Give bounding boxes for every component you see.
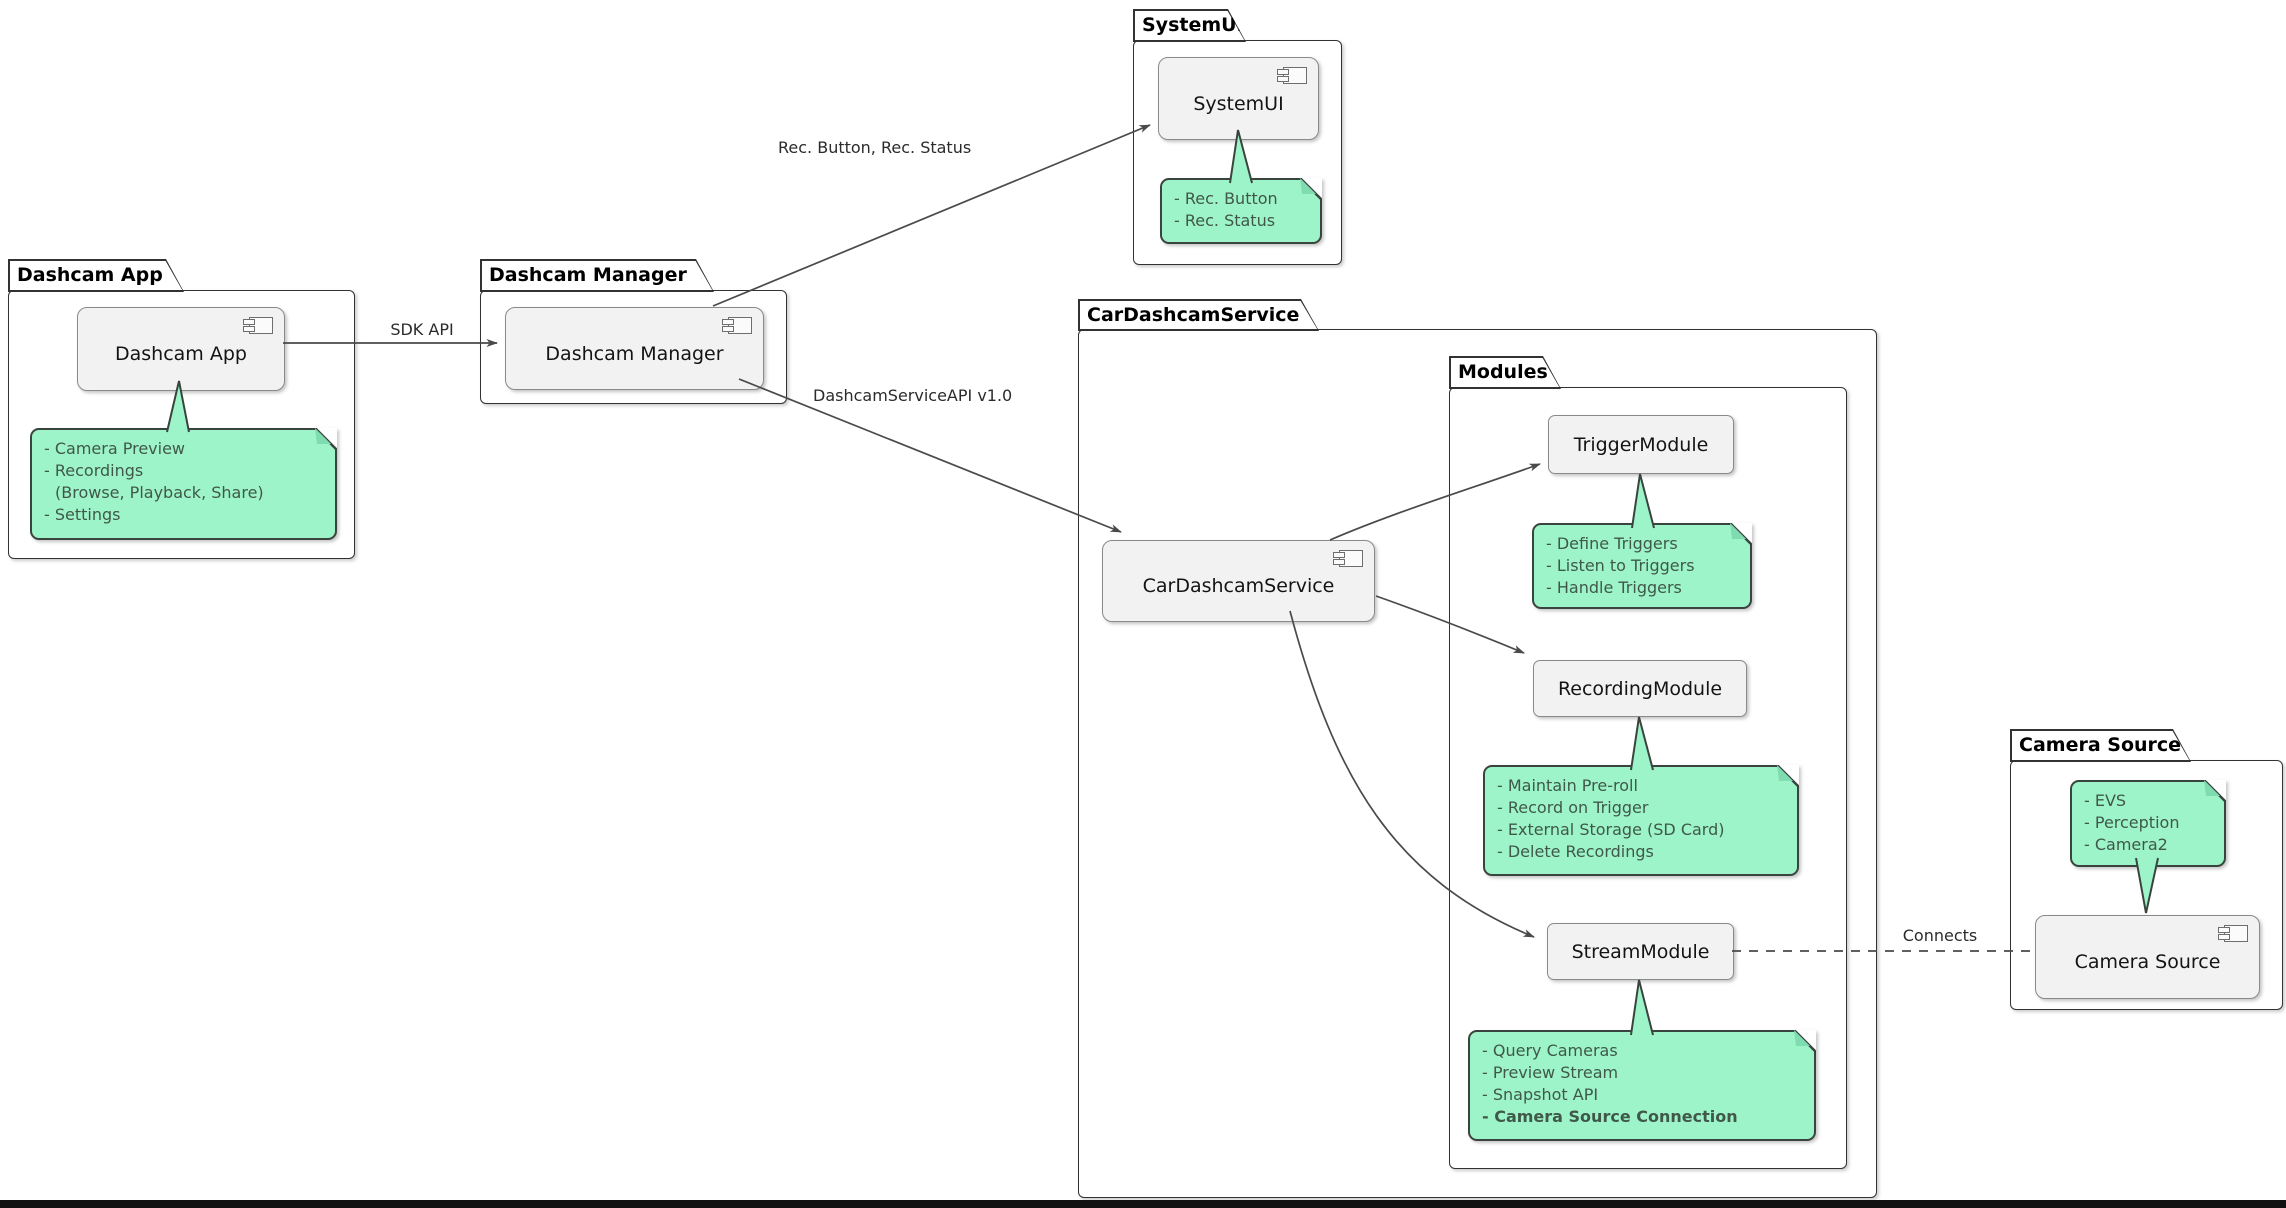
package-title: Dashcam App: [17, 264, 163, 286]
note-line: - Camera2: [2084, 835, 2168, 854]
note-trigger-module: - Define Triggers - Listen to Triggers -…: [1532, 523, 1752, 609]
package-tab-dashcam-manager: Dashcam Manager: [480, 259, 714, 292]
note-line: - Maintain Pre-roll: [1497, 776, 1638, 795]
edge-label-dashcam-service-api: DashcamServiceAPI v1.0: [813, 386, 1013, 405]
package-title: Camera Source: [2019, 734, 2182, 756]
note-line: - Delete Recordings: [1497, 842, 1654, 861]
note-system-ui: - Rec. Button - Rec. Status: [1160, 178, 1322, 244]
note-line: - Snapshot API: [1482, 1085, 1599, 1104]
edge-label-sdk-api: SDK API: [390, 320, 454, 339]
package-title: CarDashcamService: [1087, 304, 1300, 326]
note-recording-module: - Maintain Pre-roll - Record on Trigger …: [1483, 765, 1799, 876]
package-tab-car-dashcam-service: CarDashcamService: [1078, 299, 1319, 331]
note-line: - EVS: [2084, 791, 2127, 810]
component-stream-module: StreamModule: [1547, 923, 1734, 980]
note-dogear-icon: [315, 428, 337, 450]
note-line: - Rec. Button: [1174, 189, 1278, 208]
note-line: - Define Triggers: [1546, 534, 1678, 553]
package-tab-dashcam-app: Dashcam App: [8, 259, 184, 292]
note-line: - Recordings: [44, 461, 144, 480]
note-line: - Handle Triggers: [1546, 578, 1682, 597]
component-car-dashcam-service: CarDashcamService: [1102, 540, 1375, 622]
note-line: (Browse, Playback, Share): [55, 483, 264, 502]
component-label: Dashcam App: [115, 343, 247, 365]
edge-label-connects: Connects: [1902, 926, 1978, 945]
component-icon: [2218, 925, 2248, 942]
component-system-ui: SystemUI: [1158, 57, 1319, 140]
note-line: - Listen to Triggers: [1546, 556, 1695, 575]
note-line: - Perception: [2084, 813, 2180, 832]
component-label: TriggerModule: [1573, 433, 1709, 456]
note-dogear-icon: [1300, 178, 1322, 200]
bottom-bar: [0, 1200, 2286, 1208]
component-label: Camera Source: [2074, 951, 2221, 973]
note-dogear-icon: [1730, 523, 1752, 545]
component-label: SystemUI: [1193, 92, 1284, 115]
note-dashcam-app: - Camera Preview - Recordings (Browse, P…: [30, 428, 337, 540]
note-line: - Preview Stream: [1482, 1063, 1619, 1082]
note-line: - Settings: [44, 505, 121, 524]
package-tab-system-ui: SystemUI: [1133, 9, 1246, 42]
component-recording-module: RecordingModule: [1533, 660, 1747, 717]
note-camera-source: - EVS - Perception - Camera2: [2070, 780, 2226, 867]
note-line: - Camera Source Connection: [1482, 1107, 1738, 1126]
component-camera-source: Camera Source: [2035, 915, 2260, 999]
note-line: - Record on Trigger: [1497, 798, 1649, 817]
component-label: Dashcam Manager: [545, 342, 724, 365]
component-label: CarDashcamService: [1142, 575, 1335, 597]
component-label: RecordingModule: [1557, 677, 1723, 700]
package-title: Dashcam Manager: [489, 264, 687, 286]
edge-label-rec-button-status: Rec. Button, Rec. Status: [778, 138, 972, 157]
note-dogear-icon: [1794, 1030, 1816, 1052]
package-tab-camera-source: Camera Source: [2010, 729, 2191, 762]
component-icon: [722, 317, 752, 334]
component-dashcam-manager: Dashcam Manager: [505, 307, 764, 390]
component-icon: [243, 317, 273, 334]
component-icon: [1333, 550, 1363, 567]
note-line: - External Storage (SD Card): [1497, 820, 1725, 839]
note-line: - Camera Preview: [44, 439, 186, 458]
note-stream-module: - Query Cameras - Preview Stream - Snaps…: [1468, 1030, 1816, 1141]
package-title: Modules: [1458, 361, 1548, 383]
note-line: - Query Cameras: [1482, 1041, 1618, 1060]
component-dashcam-app: Dashcam App: [77, 307, 285, 391]
component-label: StreamModule: [1571, 940, 1710, 963]
package-tab-modules: Modules: [1449, 356, 1561, 389]
component-trigger-module: TriggerModule: [1548, 415, 1734, 474]
note-dogear-icon: [1777, 765, 1799, 787]
package-title: SystemUI: [1142, 14, 1244, 36]
component-icon: [1277, 67, 1307, 84]
note-dogear-icon: [2204, 780, 2226, 802]
note-line: - Rec. Status: [1174, 211, 1276, 230]
